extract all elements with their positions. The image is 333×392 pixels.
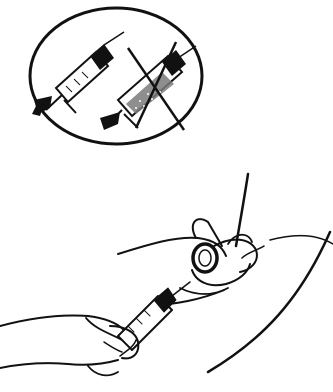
- pinching-hand: [118, 219, 264, 306]
- syringe-hand: [0, 315, 138, 375]
- correct-syringe-icon: [32, 32, 124, 116]
- syringe: [118, 282, 190, 350]
- incorrect-syringe-icon: [100, 46, 196, 130]
- main-scene: [0, 174, 333, 375]
- body-contour: [208, 232, 330, 372]
- arm-upper-edge: [270, 236, 333, 244]
- inset-callout: [30, 8, 202, 144]
- pinched-skin-fold: [193, 244, 217, 272]
